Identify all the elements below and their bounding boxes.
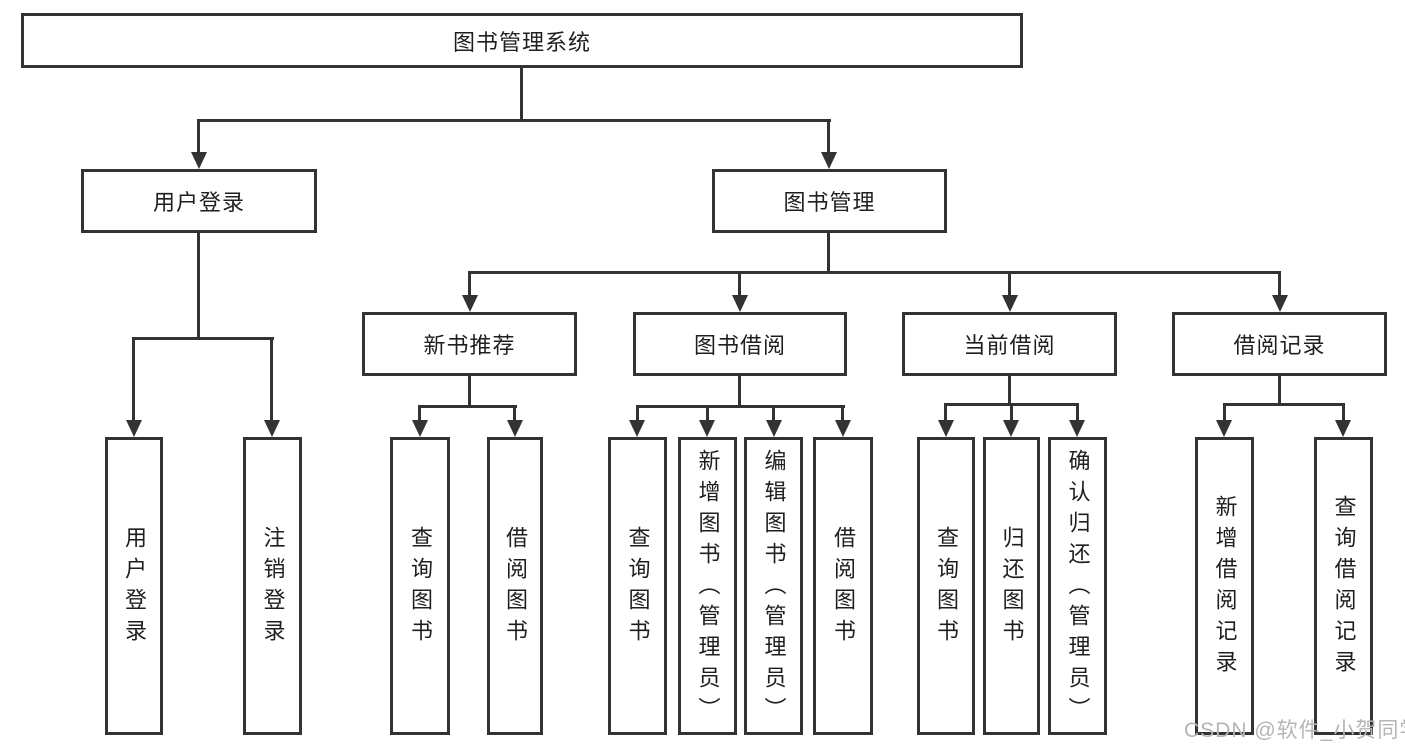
node-new-book-recommend: 新书推荐 xyxy=(362,312,577,376)
connector-vline xyxy=(738,271,741,299)
node-borrow-records: 借阅记录 xyxy=(1172,312,1387,376)
connector-vline xyxy=(827,119,830,155)
connector-hline xyxy=(197,119,831,122)
connector-vline xyxy=(468,271,471,299)
connector-vline xyxy=(772,405,775,423)
arrow-down-icon xyxy=(126,420,142,437)
leaf-query-book-recommend: 查询图书 xyxy=(390,437,450,735)
arrow-down-icon xyxy=(1272,295,1288,312)
leaf-add-borrow-record: 新增借阅记录 xyxy=(1195,437,1254,735)
connector-vline xyxy=(418,405,421,423)
node-book-management: 图书管理 xyxy=(712,169,947,233)
connector-hline xyxy=(468,271,1281,274)
arrow-down-icon xyxy=(412,420,428,437)
connector-vline xyxy=(132,337,135,423)
arrow-down-icon xyxy=(835,420,851,437)
node-user-login: 用户登录 xyxy=(81,169,317,233)
arrow-down-icon xyxy=(1335,420,1351,437)
arrow-down-icon xyxy=(938,420,954,437)
connector-hline xyxy=(1223,403,1345,406)
connector-vline xyxy=(1076,403,1079,423)
leaf-user-login: 用户登录 xyxy=(105,437,163,735)
arrow-down-icon xyxy=(732,295,748,312)
leaf-borrow-book: 借阅图书 xyxy=(813,437,873,735)
node-current-borrow: 当前借阅 xyxy=(902,312,1117,376)
connector-vline xyxy=(1008,373,1011,406)
connector-vline xyxy=(1278,373,1281,406)
connector-vline xyxy=(1223,403,1226,423)
leaf-edit-book-admin: 编辑图书（管理员） xyxy=(744,437,803,735)
leaf-query-book-borrow: 查询图书 xyxy=(608,437,667,735)
arrow-down-icon xyxy=(264,420,280,437)
arrow-down-icon xyxy=(629,420,645,437)
arrow-down-icon xyxy=(766,420,782,437)
connector-vline xyxy=(1010,403,1013,423)
leaf-query-book-current: 查询图书 xyxy=(917,437,975,735)
leaf-add-book-admin: 新增图书（管理员） xyxy=(678,437,737,735)
connector-vline xyxy=(1342,403,1345,423)
connector-vline xyxy=(270,337,273,423)
connector-vline xyxy=(468,373,471,408)
connector-hline xyxy=(418,405,517,408)
connector-hline xyxy=(133,337,274,340)
connector-hline xyxy=(636,405,845,408)
connector-vline xyxy=(636,405,639,423)
connector-vline xyxy=(197,230,200,340)
connector-vline xyxy=(738,373,741,408)
connector-vline xyxy=(1008,271,1011,299)
connector-vline xyxy=(1278,271,1281,299)
arrow-down-icon xyxy=(699,420,715,437)
leaf-query-borrow-record: 查询借阅记录 xyxy=(1314,437,1373,735)
connector-vline xyxy=(841,405,844,423)
leaf-return-book: 归还图书 xyxy=(983,437,1040,735)
leaf-logout: 注销登录 xyxy=(243,437,302,735)
arrow-down-icon xyxy=(821,152,837,169)
connector-vline xyxy=(513,405,516,423)
arrow-down-icon xyxy=(507,420,523,437)
arrow-down-icon xyxy=(462,295,478,312)
leaf-borrow-book-recommend: 借阅图书 xyxy=(487,437,543,735)
arrow-down-icon xyxy=(1003,420,1019,437)
arrow-down-icon xyxy=(1216,420,1232,437)
node-root-library-system: 图书管理系统 xyxy=(21,13,1023,68)
arrow-down-icon xyxy=(1002,295,1018,312)
connector-vline xyxy=(706,405,709,423)
leaf-confirm-return-admin: 确认归还（管理员） xyxy=(1048,437,1107,735)
csdn-watermark: CSDN @软件_小贺同学 xyxy=(1184,719,1405,742)
connector-vline xyxy=(944,403,947,423)
connector-vline xyxy=(827,230,830,274)
connector-vline xyxy=(520,66,523,121)
node-book-borrow: 图书借阅 xyxy=(633,312,847,376)
connector-vline xyxy=(197,119,200,155)
arrow-down-icon xyxy=(191,152,207,169)
arrow-down-icon xyxy=(1069,420,1085,437)
